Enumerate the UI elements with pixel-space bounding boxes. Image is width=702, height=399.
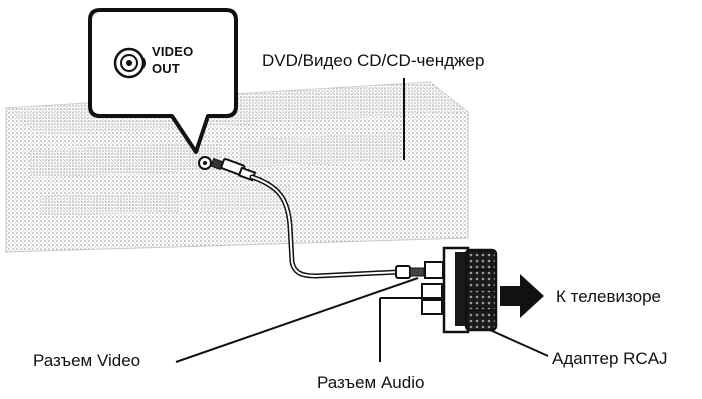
video-out-jack-icon — [113, 47, 146, 79]
video-out-jack-label-line1: VIDEO — [152, 44, 194, 59]
rcaj-adapter — [421, 246, 498, 334]
device-label: DVD/Видео CD/CD-ченджер — [262, 51, 485, 70]
to-tv-arrow-icon — [500, 274, 544, 318]
rca-plug-adapter-end — [395, 265, 425, 279]
device-video-jack — [198, 156, 212, 170]
adapter-leader — [489, 329, 549, 357]
video-connector-leader — [175, 277, 419, 363]
tv-label: К телевизоре — [556, 287, 661, 306]
video-out-callout — [88, 8, 238, 154]
audio-connector-label: Разъем Audio — [317, 373, 425, 392]
adapter-label: Адаптер RCAJ — [552, 349, 668, 368]
video-connector-label: Разъем Video — [33, 351, 141, 370]
video-out-jack-label-line2: OUT — [152, 61, 181, 76]
